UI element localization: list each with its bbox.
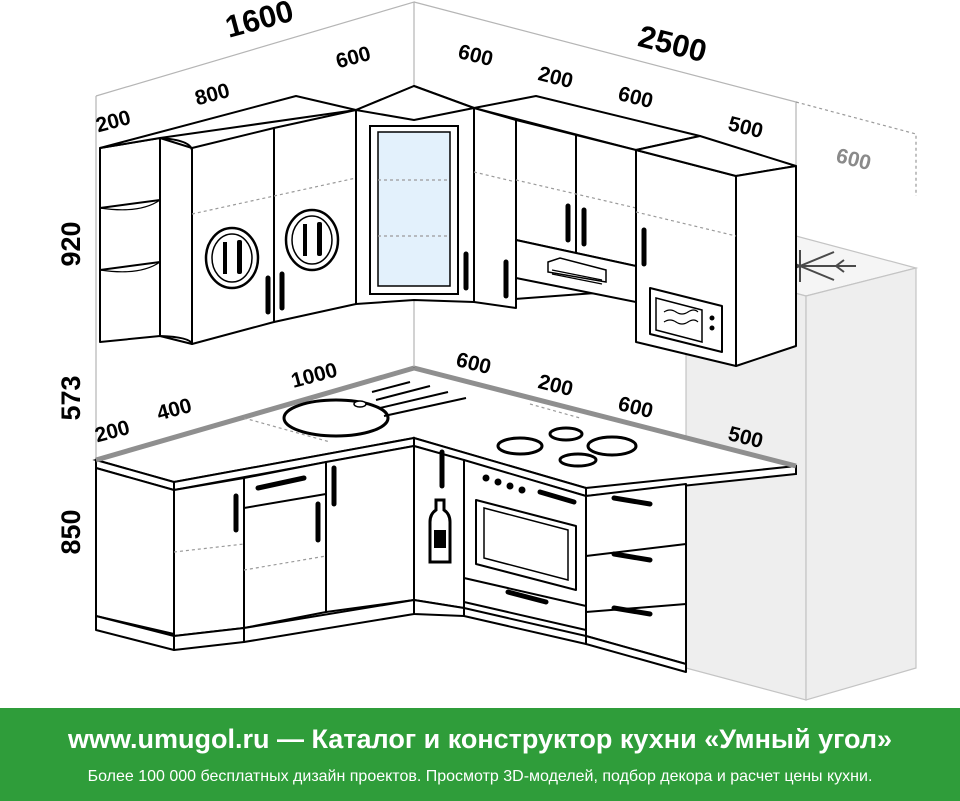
upper-cabinets-right <box>473 95 797 367</box>
base-cabinets-right <box>413 445 687 673</box>
dim-upper-gap: 200 <box>536 62 576 93</box>
dimension-labels: 1600 2500 200 800 600 600 200 600 500 60… <box>56 0 873 555</box>
footer-title[interactable]: www.umugol.ru — Каталог и конструктор ку… <box>68 724 892 754</box>
plate-cutlery-icon <box>284 208 340 272</box>
kitchen-drawing: 1600 2500 200 800 600 600 200 600 500 60… <box>56 0 919 701</box>
dim-upper-right-cab: 600 <box>616 82 656 113</box>
microwave-icon <box>649 287 723 353</box>
dim-upper-corner-left: 600 <box>333 42 373 73</box>
footer-banner: www.umugol.ru — Каталог и конструктор ку… <box>0 708 960 801</box>
sink-icon <box>282 381 467 438</box>
dim-upper-height: 920 <box>56 221 86 266</box>
dim-base-height: 850 <box>56 509 86 554</box>
footer-subtitle: Более 100 000 бесплатных дизайн проектов… <box>87 768 873 785</box>
dim-base-left-end: 200 <box>92 416 132 447</box>
dim-base-gap: 200 <box>536 370 576 401</box>
plate-cutlery-icon <box>204 226 260 290</box>
dim-upper-corner-right: 600 <box>456 40 496 71</box>
upper-cabinets-left <box>99 95 357 345</box>
bottle-icon <box>428 498 452 564</box>
dim-base-left-cab: 400 <box>154 394 194 425</box>
glass-panel <box>377 131 451 287</box>
oven-icon <box>475 474 577 591</box>
base-cabinets-left <box>95 445 415 651</box>
dim-fridge-width: 600 <box>834 144 874 175</box>
upper-corner-cabinet <box>355 85 475 305</box>
dim-upper-right-total: 2500 <box>635 18 710 69</box>
dim-base-right-corner: 600 <box>454 348 494 379</box>
dim-upper-left-total: 1600 <box>221 0 297 45</box>
hob-icon <box>496 426 638 468</box>
dim-upper-left-cab: 800 <box>192 79 232 110</box>
dim-base-right-cab: 600 <box>616 392 656 423</box>
dim-backsplash-height: 573 <box>56 375 86 420</box>
dim-upper-left-end: 200 <box>93 106 133 137</box>
countertop <box>92 365 797 498</box>
dim-upper-end-cab: 500 <box>726 112 766 143</box>
dim-base-left-sink: 1000 <box>289 359 340 393</box>
